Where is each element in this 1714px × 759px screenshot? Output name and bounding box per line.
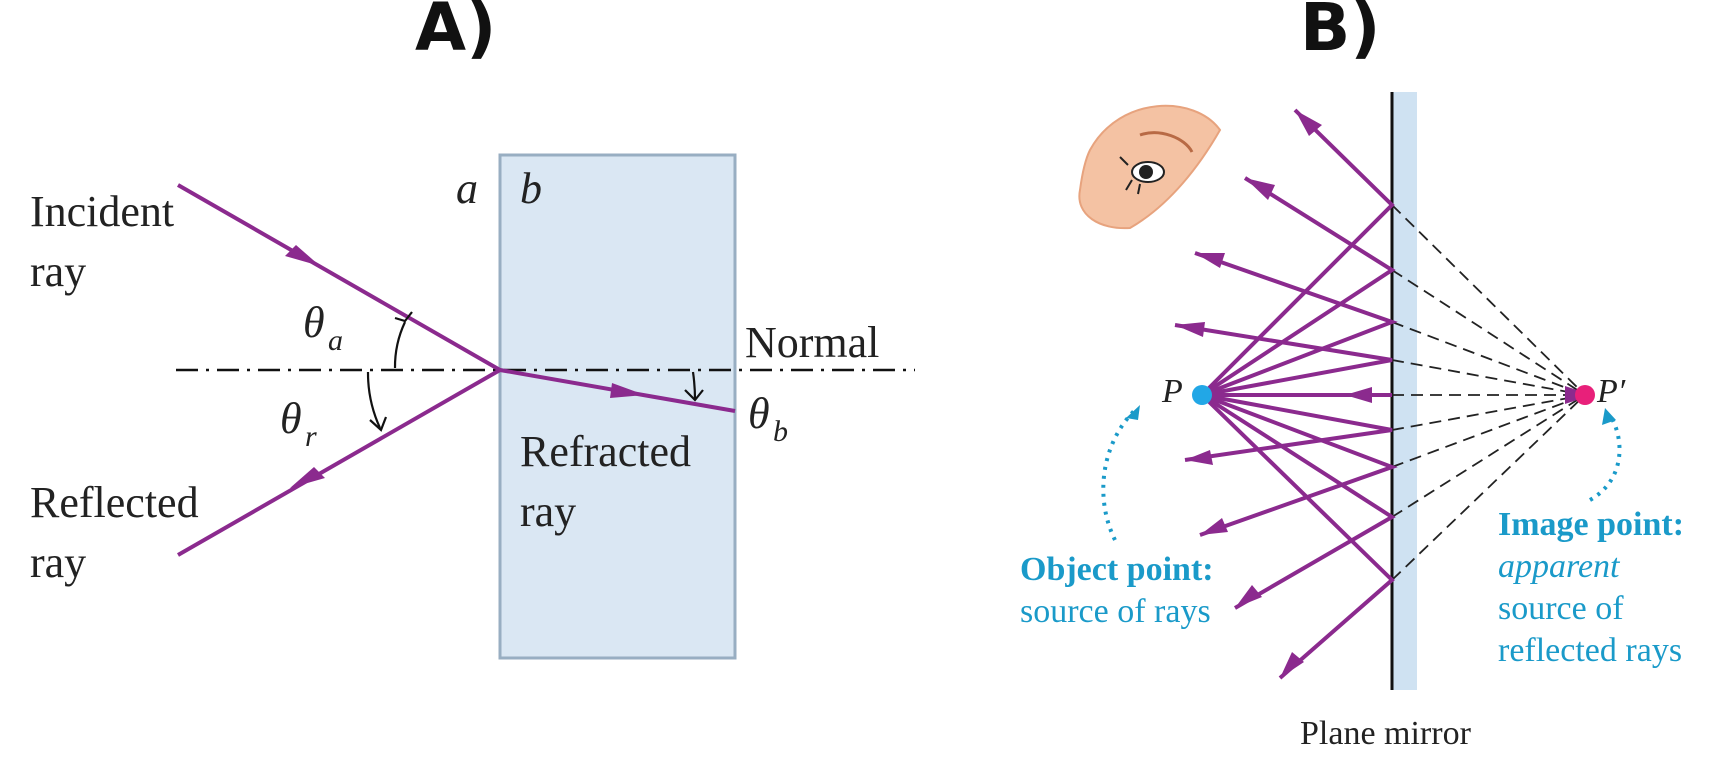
incident-ray [177,183,501,372]
theta-b-symbol: θ [748,389,770,438]
refracted-label-line1: Refracted [520,427,691,476]
image-point-desc-2: source of [1498,590,1624,627]
normal-label: Normal [745,318,879,367]
panel-a-label: A) [415,0,496,66]
image-point [1575,385,1595,405]
theta-b-subscript: b [773,415,788,448]
theta-r-arc [366,371,382,429]
theta-r-arrow [369,416,388,432]
reflected-ray [177,368,501,557]
reflected-ray-fan [1174,108,1398,680]
incident-label-line2: ray [30,247,86,296]
object-point-title: Object point: [1020,551,1214,588]
image-point-desc-1: apparent [1498,548,1621,585]
refracted-label-line2: ray [520,487,576,536]
theta-a-symbol: θ [303,298,325,347]
theta-a-arc [393,321,406,369]
object-point [1192,385,1212,405]
glass-block [498,153,737,660]
reflected-arrowhead [290,467,325,488]
image-point-title: Image point: [1498,506,1684,543]
theta-b-arrow [684,389,704,402]
virtual-rays [1391,204,1586,581]
incident-label-line1: Incident [30,187,174,236]
reflected-label-line1: Reflected [30,478,199,527]
mirror-glass [1392,92,1417,690]
reflected-arrowheads [1175,110,1592,678]
eye-icon [1078,104,1222,230]
mirror-label: Plane mirror [1300,715,1472,752]
theta-r-symbol: θ [280,394,302,443]
image-indicator-arrow [1588,413,1622,502]
theta-r-subscript: r [305,420,317,453]
object-indicator-arrowhead [1126,405,1140,420]
theta-a-arrow [394,311,413,323]
panel-b-label: B) [1300,0,1380,66]
object-point-desc: source of rays [1020,593,1211,630]
image-symbol: P′ [1596,373,1626,410]
medium-a-label: a [456,164,478,213]
medium-b-label: b [520,164,542,213]
refracted-arrowhead [610,383,645,398]
incident-arrowhead [285,245,320,266]
image-indicator-arrowhead [1602,408,1616,425]
object-symbol: P [1161,373,1183,410]
object-indicator-arrow [1101,408,1137,541]
theta-a-subscript: a [328,324,343,357]
image-point-desc-3: reflected rays [1498,632,1682,669]
reflected-label-line2: ray [30,538,86,587]
